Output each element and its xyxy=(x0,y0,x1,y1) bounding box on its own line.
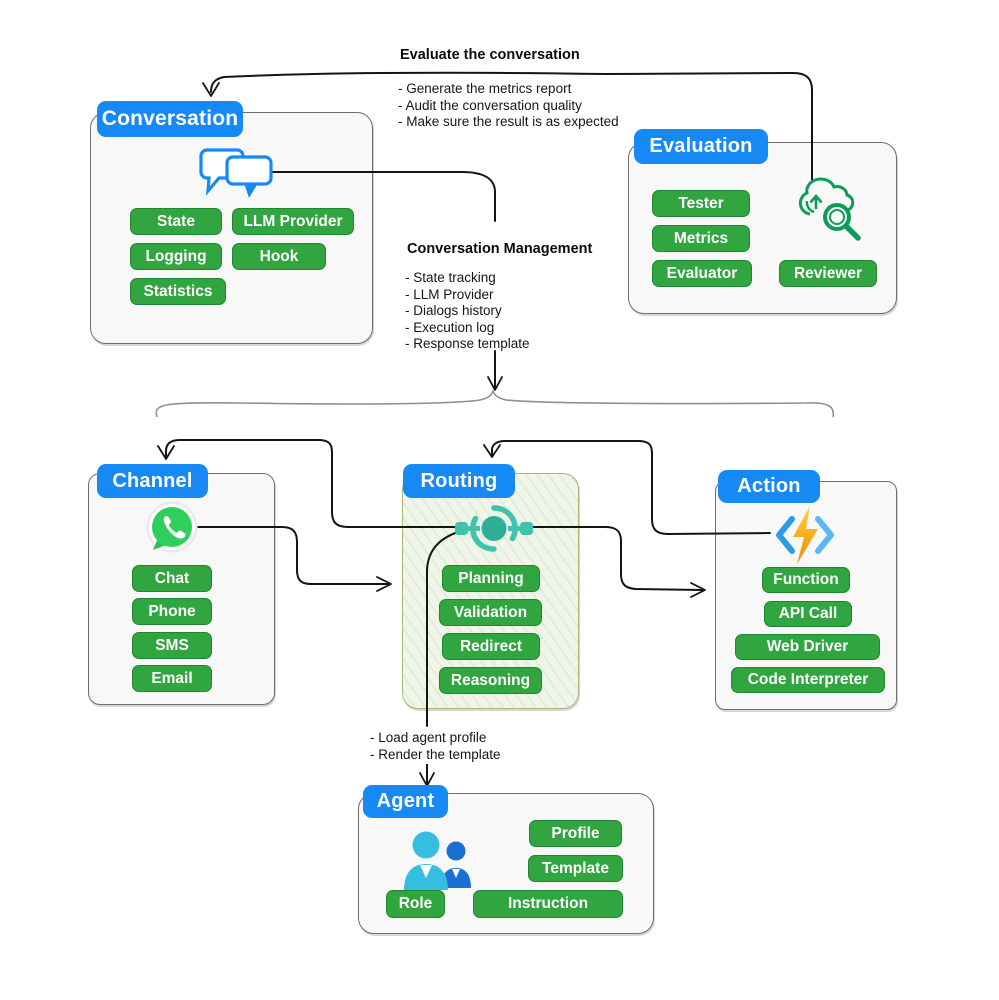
pill-tester: Tester xyxy=(652,190,750,217)
arrowhead-into-channel xyxy=(157,445,175,460)
pill-reviewer: Reviewer xyxy=(779,260,877,287)
distribution-brace xyxy=(155,388,835,418)
evaluate-note-list: - Generate the metrics report - Audit th… xyxy=(398,81,619,131)
pill-validation: Validation xyxy=(439,599,542,626)
pill-redirect: Redirect xyxy=(442,633,540,660)
pill-hook: Hook xyxy=(232,243,326,270)
agent-note-list: - Load agent profile - Render the templa… xyxy=(367,729,504,764)
note-line: - Generate the metrics report xyxy=(398,81,572,96)
pill-role: Role xyxy=(386,890,445,918)
pill-phone: Phone xyxy=(132,598,212,625)
pill-llm-provider: LLM Provider xyxy=(232,208,354,235)
pill-web-driver: Web Driver xyxy=(735,634,880,660)
arrowhead-into-routing xyxy=(483,444,501,458)
channel-header: Channel xyxy=(97,464,208,498)
note-line: - Execution log xyxy=(405,319,495,335)
evaluation-header: Evaluation xyxy=(634,129,768,164)
pill-function: Function xyxy=(762,567,850,593)
note-line: - Dialogs history xyxy=(405,303,502,318)
pill-api-call: API Call xyxy=(764,601,852,627)
pill-email: Email xyxy=(132,665,212,692)
pill-state: State xyxy=(130,208,222,235)
arrowhead-into-routing-edge xyxy=(376,576,392,592)
conversation-header: Conversation xyxy=(97,101,243,137)
note-line: - LLM Provider xyxy=(405,286,494,302)
management-note-title: Conversation Management xyxy=(407,241,593,257)
evaluate-note-title: Evaluate the conversation xyxy=(400,47,580,63)
agent-header: Agent xyxy=(363,785,448,818)
chat-bubbles-icon xyxy=(199,148,273,198)
note-line: - Render the template xyxy=(370,746,501,762)
pill-profile: Profile xyxy=(529,820,622,847)
note-line: - Audit the conversation quality xyxy=(398,97,582,113)
management-note-list: - State tracking - LLM Provider - Dialog… xyxy=(405,270,530,353)
pill-planning: Planning xyxy=(442,565,540,592)
pill-instruction: Instruction xyxy=(473,890,623,918)
note-line: - Make sure the result is as expected xyxy=(398,114,619,129)
routing-header: Routing xyxy=(403,464,515,498)
arrowhead-into-brace xyxy=(487,376,503,391)
pill-sms: SMS xyxy=(132,632,212,659)
pill-reasoning: Reasoning xyxy=(439,667,542,694)
arrowhead-into-action-edge xyxy=(690,582,706,598)
pill-evaluator: Evaluator xyxy=(652,260,752,287)
pill-logging: Logging xyxy=(130,243,222,270)
action-header: Action xyxy=(718,470,820,503)
pill-metrics: Metrics xyxy=(652,225,750,252)
cloud-search-icon xyxy=(798,177,861,241)
team-icon xyxy=(404,831,471,890)
routing-hub-icon xyxy=(455,505,533,552)
note-line: - Load agent profile xyxy=(370,730,487,745)
arrowhead-into-conversation xyxy=(202,82,220,97)
pill-template: Template xyxy=(528,855,623,882)
pill-statistics: Statistics xyxy=(130,278,226,305)
note-line: - Response template xyxy=(405,336,530,351)
whatsapp-icon xyxy=(146,501,198,553)
pill-chat: Chat xyxy=(132,565,212,592)
azure-functions-icon xyxy=(776,506,834,564)
note-line: - State tracking xyxy=(405,270,496,285)
pill-code-interpreter: Code Interpreter xyxy=(731,667,885,693)
